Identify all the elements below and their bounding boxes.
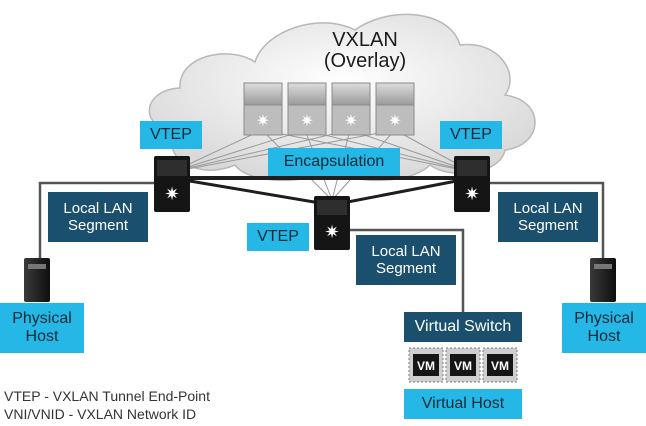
legend-vni: VNI/VNID - VXLAN Network ID <box>4 406 197 422</box>
network-switch-icon: ✷ <box>324 222 339 243</box>
lan-links <box>38 181 605 312</box>
cloud-title-line2: (Overlay) <box>323 50 407 72</box>
network-switch-icon: ✷ <box>375 82 415 136</box>
lan-link-left <box>38 181 160 265</box>
vtep-switch-center: ✷ <box>314 196 350 250</box>
segment-line1: Local LAN <box>63 199 133 217</box>
lan-link-right <box>488 181 605 265</box>
lan-link-center <box>350 228 465 312</box>
server-tower-icon <box>24 258 50 302</box>
vm-label: VM <box>454 359 472 373</box>
segment-line2: Segment <box>517 217 579 234</box>
virtual-switch-label: Virtual Switch <box>404 312 522 342</box>
virtual-machine-icon: VM <box>482 347 518 383</box>
svg-text:✷: ✷ <box>388 111 401 130</box>
svg-text:✷: ✷ <box>256 111 269 130</box>
host-line2: Host <box>587 328 621 345</box>
server-tower-icon <box>590 258 616 302</box>
segment-line1: Local LAN <box>371 242 441 260</box>
host-line2: Host <box>25 328 59 345</box>
virtual-machine-icon: VM <box>408 347 444 383</box>
tunnel-link <box>171 176 473 207</box>
network-switch-icon: ✷ <box>243 82 283 136</box>
cloud-title-line1: VXLAN <box>332 29 398 51</box>
network-switch-icon: ✷ <box>164 184 179 205</box>
cloud-switches: ✷ ✷ ✷ ✷ <box>243 82 415 136</box>
encapsulation-label: Encapsulation <box>268 148 400 176</box>
cloud-title: VXLAN (Overlay) <box>310 30 420 72</box>
segment-line1: Local LAN <box>513 199 583 217</box>
segment-line2: Segment <box>375 260 437 277</box>
vm-label: VM <box>417 359 435 373</box>
segment-line2: Segment <box>67 217 129 234</box>
vm-label: VM <box>491 359 509 373</box>
svg-text:✷: ✷ <box>344 111 357 130</box>
network-switch-icon: ✷ <box>331 82 371 136</box>
legend-vtep: VTEP - VXLAN Tunnel End-Point <box>4 388 210 404</box>
network-switch-icon: ✷ <box>287 82 327 136</box>
vtep-label-right: VTEP <box>440 121 502 149</box>
network-switch-icon: ✷ <box>464 184 479 205</box>
host-line1: Physical <box>12 309 72 327</box>
vtep-switch-left: ✷ <box>154 156 190 212</box>
virtual-host-label: Virtual Host <box>404 389 522 419</box>
host-line1: Physical <box>574 309 634 327</box>
virtual-machine-icon: VM <box>445 347 481 383</box>
vm-group: VM VM VM <box>408 347 518 383</box>
vtep-label-left: VTEP <box>140 121 202 149</box>
vtep-switch-right: ✷ <box>454 156 490 212</box>
svg-text:✷: ✷ <box>300 111 313 130</box>
vtep-label-center: VTEP <box>247 223 309 251</box>
